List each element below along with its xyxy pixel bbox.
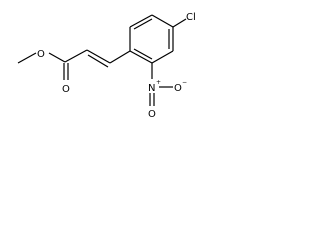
atom-nitro-oxygen-right: O bbox=[174, 83, 182, 94]
ring-bond-c3-c4 bbox=[151, 14, 174, 28]
ring-bond-c2-c3 bbox=[129, 14, 153, 28]
atom-nitro-nitrogen: N bbox=[148, 83, 155, 94]
atom-chlorine: Cl bbox=[186, 12, 196, 23]
bond-carbonyl-alpha bbox=[64, 49, 88, 63]
bond-alkene-b bbox=[87, 54, 109, 68]
structure-canvas: O O Cl N + O O − bbox=[17, 12, 196, 120]
atom-nitro-oxygen-bottom: O bbox=[148, 109, 156, 120]
bond-beta-ring bbox=[109, 50, 131, 64]
ring-bond-c5-c6 bbox=[151, 50, 174, 64]
bond-methyl-oxygen bbox=[17, 52, 37, 64]
bond-alkene-a bbox=[86, 49, 111, 64]
bond-oxygen-carbonyl bbox=[48, 52, 66, 63]
ring-bond-c6-c1 bbox=[129, 50, 153, 64]
atom-methoxy-oxygen: O bbox=[37, 49, 45, 60]
atom-carbonyl-oxygen: O bbox=[62, 84, 70, 95]
bond-ring-chlorine bbox=[172, 18, 187, 28]
ring-inner-double-1 bbox=[133, 18, 153, 30]
ring-inner-double-3 bbox=[133, 48, 153, 60]
nitro-nitrogen-charge: + bbox=[156, 79, 161, 86]
nitro-oxygen-charge: − bbox=[182, 79, 187, 86]
